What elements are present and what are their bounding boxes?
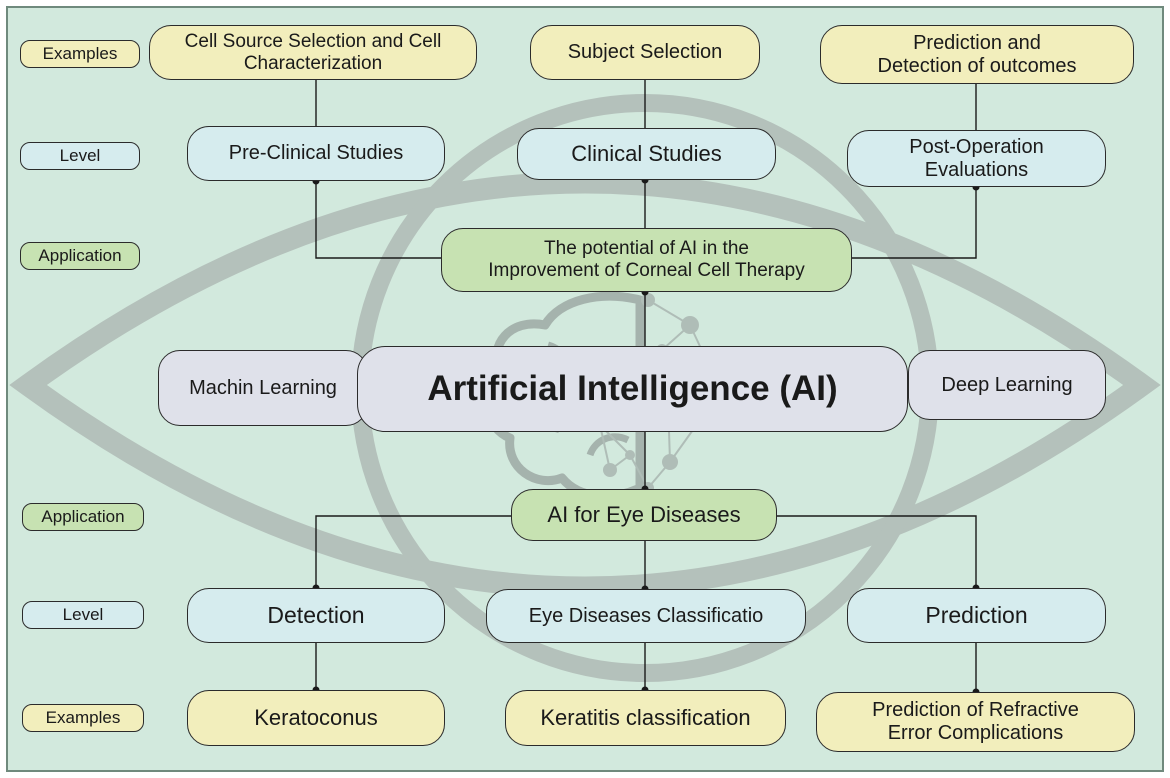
connector — [852, 187, 977, 259]
level-detection: Detection — [187, 588, 445, 643]
artificial-intelligence-node: Artificial Intelligence (AI) — [357, 346, 908, 432]
application-corneal-cell-therapy: The potential of AI in the Improvement o… — [441, 228, 852, 292]
row-label-application-bottom: Application — [22, 503, 144, 531]
row-label-examples-top: Examples — [20, 40, 140, 68]
example-prediction-detection-outcomes: Prediction and Detection of outcomes — [820, 25, 1134, 84]
level-post-operation-evaluations: Post-Operation Evaluations — [847, 130, 1106, 187]
example-keratitis-classification: Keratitis classification — [505, 690, 786, 746]
row-label-examples-bottom: Examples — [22, 704, 144, 732]
row-label-level-top: Level — [20, 142, 140, 170]
example-refractive-error-complications: Prediction of Refractive Error Complicat… — [816, 692, 1135, 752]
level-prediction: Prediction — [847, 588, 1106, 643]
connector — [777, 515, 977, 588]
example-keratoconus: Keratoconus — [187, 690, 445, 746]
eye-outline-icon — [9, 171, 1161, 599]
row-label-application-top: Application — [20, 242, 140, 270]
machine-learning-node: Machin Learning — [158, 350, 368, 426]
level-pre-clinical-studies: Pre-Clinical Studies — [187, 126, 445, 181]
level-clinical-studies: Clinical Studies — [517, 128, 776, 180]
level-eye-diseases-classification: Eye Diseases Classificatio — [486, 589, 806, 643]
row-label-level-bottom: Level — [22, 601, 144, 629]
example-cell-source-selection: Cell Source Selection and Cell Character… — [149, 25, 477, 80]
connector — [315, 515, 511, 588]
deep-learning-node: Deep Learning — [908, 350, 1106, 420]
application-eye-diseases: AI for Eye Diseases — [511, 489, 777, 541]
example-subject-selection: Subject Selection — [530, 25, 760, 80]
connector — [315, 181, 441, 259]
